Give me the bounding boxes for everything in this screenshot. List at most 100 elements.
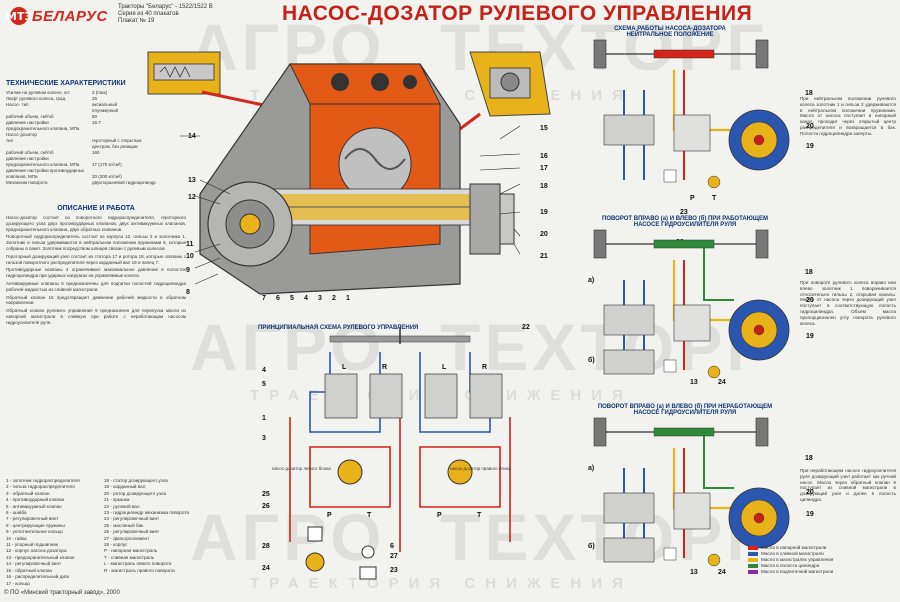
legend-item: 3 - обратный клапан <box>6 490 50 496</box>
dozer-units <box>324 373 503 485</box>
flow-legend-item: Масло в подпиточной магистрали <box>748 569 898 575</box>
copyright: © ПО «Минский тракторный завод», 2000 <box>4 590 120 596</box>
pump-drawing <box>707 365 721 379</box>
spec-key: Усилие на рулевом колесе, кгс <box>6 90 70 95</box>
flow-legend-label: Масло в напорной магистрали <box>761 545 827 550</box>
steering-shaft-drawing <box>329 327 471 344</box>
distributor-drawing <box>673 114 711 152</box>
spec-key: предохранительного клапана, МПа <box>6 162 80 167</box>
spec-key: рабочий объем, см³/об <box>6 114 54 119</box>
legend-item: 22 - рулевой вал <box>104 503 140 509</box>
series-line: Тракторы "Беларус" - 1522/1522 В <box>118 4 213 10</box>
flow-color-swatch <box>748 545 758 550</box>
spec-key: Насос- тип <box>6 102 29 107</box>
description-paragraph: Героторный дозирующий узел состоит из ст… <box>6 253 186 265</box>
pump-body <box>199 63 515 295</box>
panel-neutral-title: СХЕМА РАБОТЫ НАСОСА-ДОЗАТОРА НЕЙТРАЛЬНОЕ… <box>614 26 726 38</box>
flow-legend-item: Масло в магистралях управления <box>748 557 898 563</box>
description-body: Насос-дозатор состоит из поворотного гид… <box>6 215 186 326</box>
flow-legend-item: Масло в напорной магистрали <box>748 545 898 551</box>
filter-drawing <box>663 169 677 183</box>
spool-valve-drawing <box>603 304 655 336</box>
svg-text:T: T <box>477 512 482 519</box>
flow-color-swatch <box>748 563 758 568</box>
panel-working-title: ПОВОРОТ ВПРАВО (а) И ВЛЕВО (б) ПРИ РАБОТ… <box>602 216 768 228</box>
inset-valve-drawing <box>147 51 276 110</box>
technical-specs: ТЕХНИЧЕСКИЕ ХАРАКТЕРИСТИКИ Усилие на рул… <box>6 80 186 186</box>
legend-item: 21 - крышка <box>104 497 130 503</box>
spec-key: Люфт рулевого колеса, град <box>6 96 66 101</box>
spec-row: Усилие на рулевом колесе, кгс 2 (max) <box>6 90 186 96</box>
right-desc-working: При повороте рулевого колеса вправо или … <box>800 280 896 326</box>
inset-check-valve-drawing <box>439 51 551 146</box>
svg-text:T: T <box>367 512 372 519</box>
legend-item: 16 - распределительный диск <box>6 574 70 580</box>
cylinder-drawing <box>653 49 715 59</box>
legend-item: T - сливная магистраль <box>104 554 155 560</box>
scheme-note-left: насос-дозатор левого блока <box>272 466 331 471</box>
spec-value: героторный с открытым <box>92 138 142 143</box>
legend-item: 14 - регулировочный винт <box>6 561 62 567</box>
legend-item: 8 - центрирующие пружины <box>6 522 65 528</box>
legend-item: 6 - шайба <box>6 510 27 516</box>
spec-row: рабочий объем, см³/об 80 <box>6 114 186 120</box>
operating-scheme-panels <box>593 39 790 567</box>
legend-item: 1 - золотник гидрораспределителя <box>6 478 80 483</box>
spec-value: двухпоршневой гидроцилиндр <box>92 180 156 185</box>
spool-valve-drawing <box>603 492 655 524</box>
wheel-left-drawing <box>593 39 607 69</box>
description-paragraph: Насос-дозатор состоит из поворотного гид… <box>6 215 186 232</box>
right-desc-neutral: При нейтральном положении рулевого колес… <box>800 96 896 136</box>
legend-item: 24 - регулировочный винт <box>104 516 160 522</box>
spec-row: Насос-дозатор <box>6 132 186 138</box>
spec-row: центром, без реакции <box>6 144 186 150</box>
legend-item: 20 - ротор дозирующего узла <box>104 490 167 496</box>
legend-item: L - магистраль левого поворота <box>104 561 172 567</box>
flow-legend-item: Масло в сливной магистрали <box>748 551 898 557</box>
svg-text:L: L <box>342 364 347 371</box>
legend-item: 26 - регулировочный винт <box>104 529 160 535</box>
spec-row: давление настройки противоударных <box>6 168 186 174</box>
filter-drawing <box>663 547 677 561</box>
legend-item: 18 - статор дозирующего узла <box>104 478 168 483</box>
description-heading: ОПИСАНИЕ И РАБОТА <box>57 205 135 212</box>
description-paragraph: Обратный клапан 15 предотвращает движени… <box>6 294 186 306</box>
legend-item: R - магистраль правого поворота <box>104 567 175 573</box>
spec-key: клапанов, МПа <box>6 174 38 179</box>
legend-item: 5 - антивакуумный клапан <box>6 503 62 509</box>
wheel-left-drawing <box>593 417 607 447</box>
cylinder-line <box>703 248 734 301</box>
spec-row: давление настройки <box>6 156 186 162</box>
legend-item: 11 - упорный подшипник <box>6 542 58 548</box>
spec-value: 80 <box>92 114 98 119</box>
filter-drawing <box>663 359 677 373</box>
cylinder-drawing <box>653 239 715 249</box>
scheme-title: ПРИНЦИПИАЛЬНАЯ СХЕМА РУЛЕВОГО УПРАВЛЕНИЯ <box>258 325 419 331</box>
distributor-drawing <box>673 492 711 530</box>
brand-logo: МТЗ БЕЛАРУС <box>6 4 114 28</box>
spec-key: рабочий объем, см³/об <box>6 150 54 155</box>
svg-text:P: P <box>437 512 442 519</box>
legend-item: P - напорная магистраль <box>104 548 158 554</box>
flow-legend-label: Масло в магистралях управления <box>761 557 834 562</box>
series-line: Серия из 40 плакатов <box>118 11 179 17</box>
flow-legend-label: Масло в сливной магистрали <box>761 551 824 556</box>
spec-value: 2 (max) <box>92 90 108 95</box>
wheel-right-drawing <box>755 229 769 259</box>
scheme-note-right: насос-дозатор правого блока <box>450 466 512 471</box>
gerotor-shaft-drawing <box>753 324 765 336</box>
spec-row: плунжерный <box>6 108 186 114</box>
series-line: Плакат № 19 <box>118 18 155 24</box>
